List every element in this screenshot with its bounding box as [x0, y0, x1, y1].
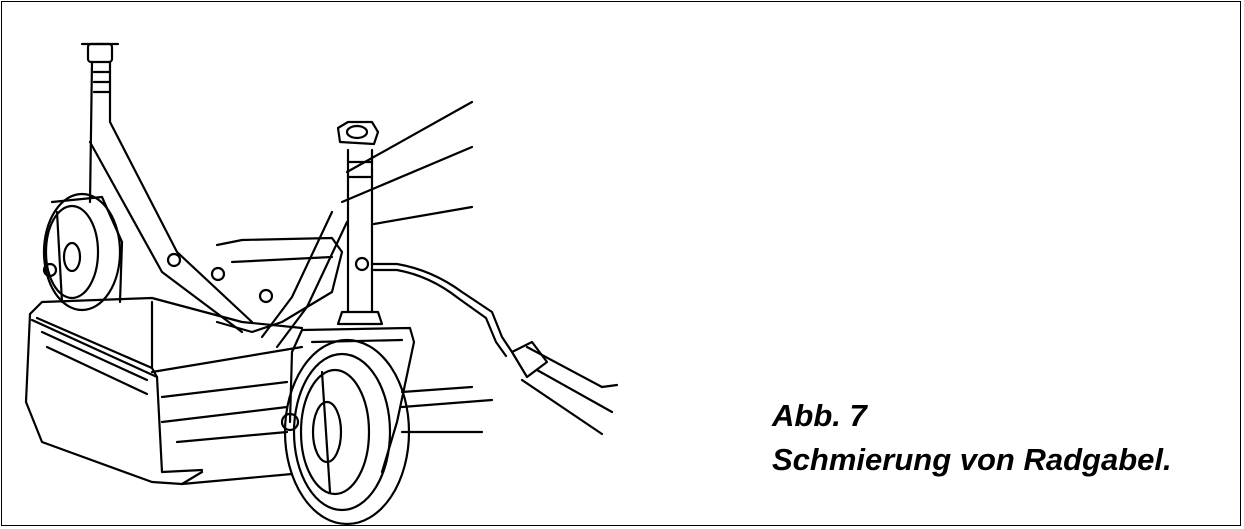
right-wheel	[283, 338, 411, 526]
left-wheel	[42, 192, 124, 312]
mower-deck-lubrication-illustration	[24, 42, 619, 526]
figure-caption: Abb. 7 Schmierung von Radgabel.	[772, 394, 1172, 482]
deck-body	[24, 236, 494, 486]
grease-gun	[370, 262, 619, 436]
figure-number: Abb. 7	[772, 398, 867, 433]
caption-text: Schmierung von Radgabel.	[772, 442, 1172, 477]
right-pivot-column	[336, 120, 384, 326]
left-pivot-arm	[80, 42, 274, 334]
frame-bar	[260, 100, 474, 349]
